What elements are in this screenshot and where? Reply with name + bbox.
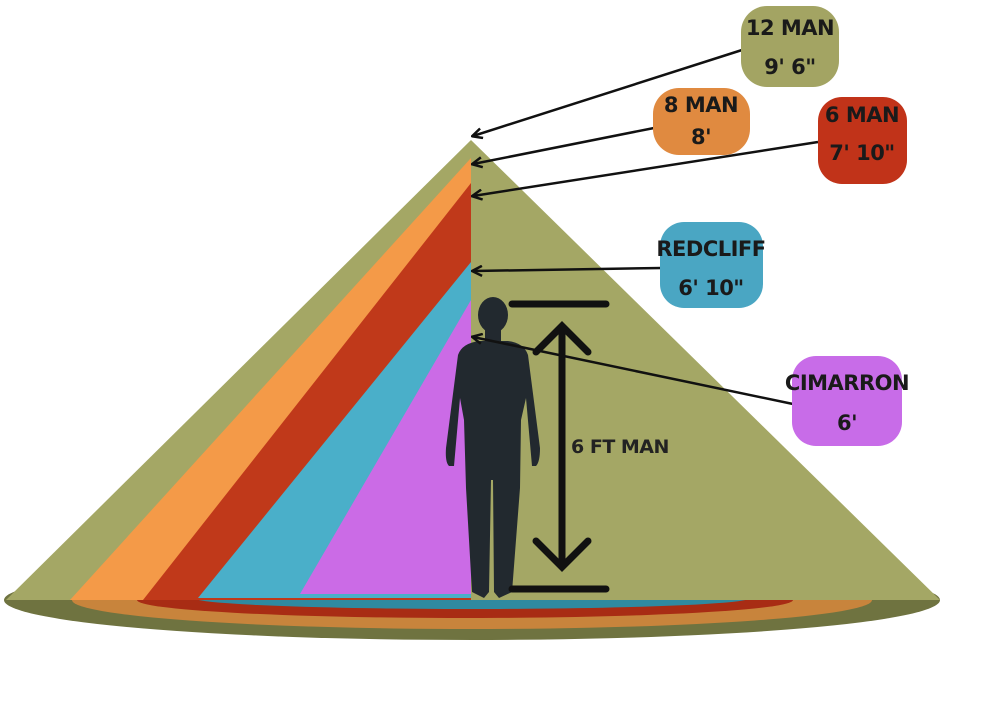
badge-cimarron — [792, 356, 902, 446]
badge-8man — [653, 88, 750, 155]
arrow-down-head — [532, 537, 592, 572]
label-8man-name: 8 MAN — [664, 93, 738, 117]
cone-cimarron — [300, 300, 471, 594]
label-redcliff: REDCLIFF 6' 10" — [656, 222, 766, 308]
arrow-redcliff — [473, 268, 663, 271]
label-6man-name: 6 MAN — [825, 103, 899, 127]
leader-arrows — [473, 48, 819, 406]
badge-redcliff — [660, 222, 763, 308]
arrow-cimarron — [473, 337, 794, 406]
label-cimarron-height: 6' — [837, 411, 857, 435]
standing-person-icon — [445, 297, 540, 598]
label-12man: 12 MAN 9' 6" — [741, 6, 839, 87]
label-cimarron: CIMARRON 6' — [785, 356, 910, 446]
label-8man: 8 MAN 8' — [653, 88, 750, 155]
label-6man: 6 MAN 7' 10" — [818, 97, 907, 184]
arrow-8man — [473, 126, 655, 164]
person-height-label: 6 FT MAN — [571, 436, 669, 458]
badge-12man — [741, 6, 839, 87]
arrow-6man — [473, 140, 819, 196]
label-8man-height: 8' — [691, 125, 711, 149]
label-redcliff-name: REDCLIFF — [656, 237, 765, 261]
label-12man-height: 9' 6" — [764, 55, 815, 79]
label-cimarron-name: CIMARRON — [785, 371, 909, 395]
arrow-12man — [473, 48, 743, 136]
height-measure — [508, 300, 610, 593]
arrow-up-head — [532, 321, 592, 356]
label-12man-name: 12 MAN — [746, 16, 834, 40]
badge-6man — [818, 97, 907, 184]
label-6man-height: 7' 10" — [829, 141, 895, 165]
label-redcliff-height: 6' 10" — [678, 276, 744, 300]
